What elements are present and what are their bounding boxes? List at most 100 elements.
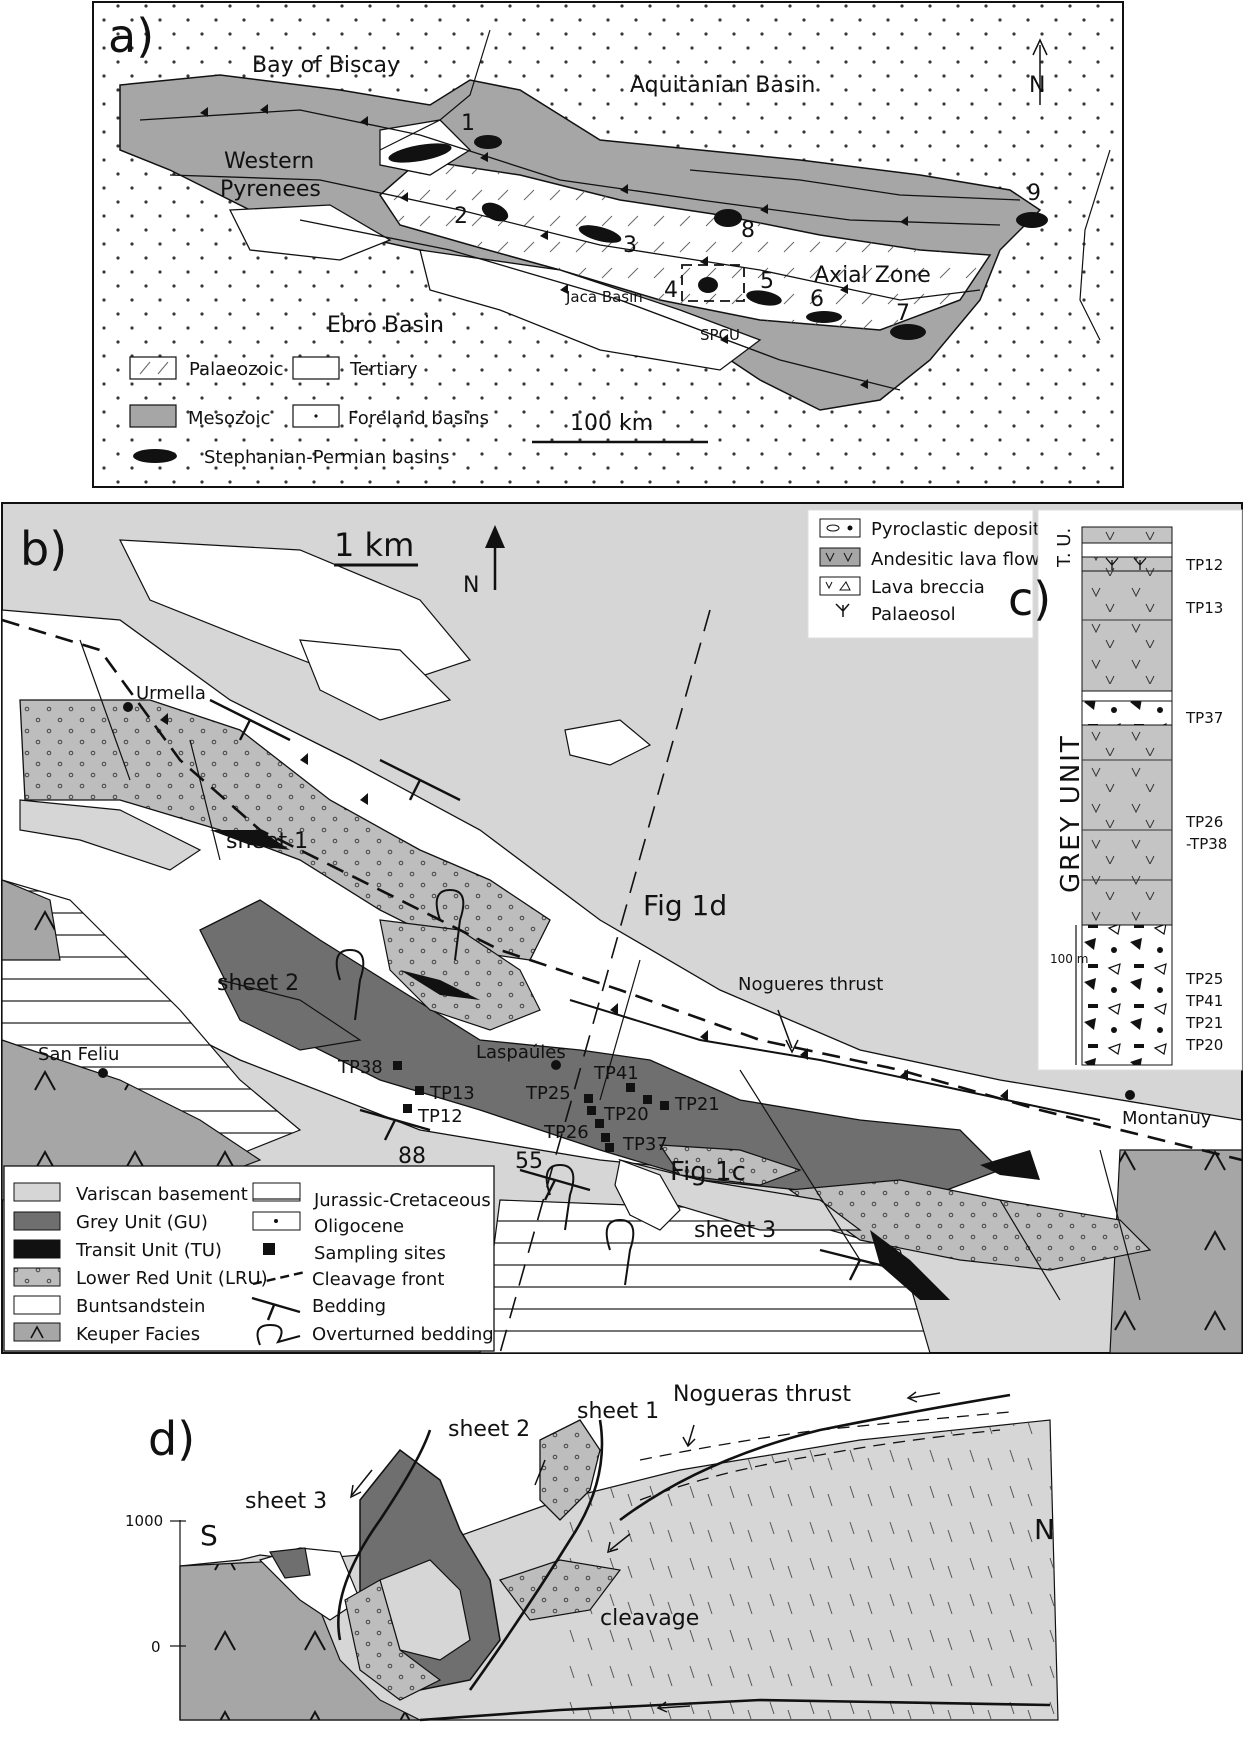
scale-c: 100 m <box>1050 952 1088 966</box>
svg-text:-TP38: -TP38 <box>1186 835 1227 853</box>
svg-text:Grey Unit (GU): Grey Unit (GU) <box>76 1212 208 1233</box>
panel-a: N a) Bay of Biscay Aquitanian Basin West… <box>92 1 1124 488</box>
svg-text:Jurassic-Cretaceous: Jurassic-Cretaceous <box>313 1190 491 1211</box>
svg-text:TP25: TP25 <box>525 1083 571 1104</box>
scale-a: 100 km <box>570 411 653 436</box>
label-nogueres-thrust: Nogueres thrust <box>738 974 883 995</box>
panel-b: N 1 km b) Urmella San Feliu Laspaúles Mo… <box>1 502 1243 1354</box>
svg-text:Andesitic lava flow: Andesitic lava flow <box>871 549 1040 570</box>
site-labels: TP38 TP13 TP12 TP25 TP41 TP20 TP21 TP26 … <box>337 1057 720 1155</box>
study-area-box <box>681 264 745 302</box>
svg-text:3: 3 <box>623 233 637 258</box>
label-spcu: SPCU <box>700 326 740 344</box>
svg-text:TP26: TP26 <box>543 1122 589 1143</box>
svg-text:1: 1 <box>461 111 475 136</box>
legend-c: Pyroclastic deposit Andesitic lava flow … <box>819 518 1040 625</box>
svg-text:Lava breccia: Lava breccia <box>871 577 985 598</box>
panel-a-label: a) <box>108 9 154 63</box>
label-d-sheet-1: sheet 1 <box>577 1399 659 1424</box>
label-cleavage-d: cleavage <box>600 1606 699 1631</box>
panel-c-label: c) <box>1008 572 1051 626</box>
panel-b-label: b) <box>20 522 67 576</box>
dip-55: 55 <box>515 1149 543 1174</box>
label-d-sheet-3: sheet 3 <box>245 1489 327 1514</box>
svg-text:Stephanian-Permian basins: Stephanian-Permian basins <box>204 447 449 468</box>
svg-text:TP41: TP41 <box>593 1063 639 1084</box>
svg-text:9: 9 <box>1027 181 1041 206</box>
svg-text:TP41: TP41 <box>1185 992 1223 1010</box>
svg-text:Tertiary: Tertiary <box>349 359 418 380</box>
svg-text:TP13: TP13 <box>429 1083 475 1104</box>
elev-1000: 1000 <box>125 1512 163 1530</box>
svg-text:Foreland basins: Foreland basins <box>348 408 489 429</box>
elev-0: 0 <box>151 1638 161 1656</box>
label-south: S <box>200 1519 218 1552</box>
label-north-d: N <box>1034 1513 1055 1546</box>
svg-text:TP37: TP37 <box>622 1134 668 1155</box>
north-a: N <box>1029 73 1045 98</box>
label-aquitanian-basin: Aquitanian Basin <box>630 73 815 98</box>
transit-unit-lenses <box>210 830 1040 1300</box>
svg-text:Palaeozoic: Palaeozoic <box>189 359 284 380</box>
label-tu: T. U. <box>1054 528 1075 568</box>
svg-text:2: 2 <box>454 204 468 229</box>
svg-text:Bedding: Bedding <box>312 1296 386 1317</box>
label-d-sheet-2: sheet 2 <box>448 1417 530 1442</box>
label-ebro-basin: Ebro Basin <box>327 313 444 338</box>
svg-text:Pyroclastic deposit: Pyroclastic deposit <box>871 519 1040 540</box>
svg-text:Cleavage front: Cleavage front <box>312 1269 444 1290</box>
basin-numbers: 1 2 3 4 5 6 7 8 9 <box>454 111 1041 326</box>
svg-text:Sampling sites: Sampling sites <box>314 1243 446 1264</box>
svg-text:TP25: TP25 <box>1185 970 1223 988</box>
svg-text:Variscan basement: Variscan basement <box>76 1184 248 1205</box>
cleavage-front <box>1 618 1243 1162</box>
svg-text:Palaeosol: Palaeosol <box>871 604 956 625</box>
label-sheet-1: sheet 1 <box>226 829 308 854</box>
svg-text:Lower Red Unit (LRU): Lower Red Unit (LRU) <box>76 1268 268 1289</box>
svg-text:Buntsandstein: Buntsandstein <box>76 1296 205 1317</box>
svg-text:Mesozoic: Mesozoic <box>188 408 270 429</box>
svg-text:Transit Unit (TU): Transit Unit (TU) <box>75 1240 222 1261</box>
strat-column <box>1081 526 1173 1066</box>
svg-text:TP21: TP21 <box>674 1094 720 1115</box>
svg-text:TP20: TP20 <box>1185 1036 1223 1054</box>
svg-text:TP12: TP12 <box>417 1106 463 1127</box>
column-site-labels: TP12 TP13 TP37 TP26 -TP38 TP25 TP41 TP21… <box>1185 556 1227 1054</box>
label-grey-unit: GREY UNIT <box>1056 734 1086 893</box>
grey-unit-sheet-2 <box>199 899 1002 1201</box>
label-sheet-2: sheet 2 <box>217 971 299 996</box>
panel-d: 1000 0 d) S N sheet 3 sheet 2 sheet 1 No… <box>125 1382 1059 1722</box>
svg-text:7: 7 <box>896 301 910 326</box>
section-line-fig1d <box>499 609 711 1354</box>
svg-text:TP13: TP13 <box>1185 599 1223 617</box>
north-b: N <box>463 573 479 598</box>
svg-text:Oligocene: Oligocene <box>314 1216 404 1237</box>
panel-c: Pyroclastic deposit Andesitic lava flow … <box>807 509 1243 1071</box>
scale-b: 1 km <box>334 526 414 564</box>
label-laspaules: Laspaúles <box>476 1042 566 1063</box>
panel-d-label: d) <box>148 1412 195 1466</box>
label-urmella: Urmella <box>136 683 206 704</box>
label-axial-zone: Axial Zone <box>814 263 931 288</box>
label-jaca-basin: Jaca Basin <box>565 288 643 306</box>
label-san-feliu: San Feliu <box>38 1044 119 1065</box>
label-fig1c: Fig 1c <box>670 1157 746 1187</box>
svg-text:TP38: TP38 <box>337 1057 383 1078</box>
sampling-sites <box>393 1061 669 1152</box>
svg-text:Keuper Facies: Keuper Facies <box>76 1324 200 1345</box>
svg-text:Overturned bedding: Overturned bedding <box>312 1324 494 1345</box>
sheet-1-fold <box>539 1419 601 1521</box>
svg-text:TP20: TP20 <box>603 1104 649 1125</box>
svg-text:TP37: TP37 <box>1185 709 1223 727</box>
label-western-pyrenees-1: Western <box>224 149 314 174</box>
label-fig1d: Fig 1d <box>643 889 727 922</box>
stephanian-basins <box>388 135 1048 340</box>
label-montanuy: Montanuy <box>1122 1108 1212 1129</box>
label-western-pyrenees-2: Pyrenees <box>220 177 321 202</box>
label-bay-of-biscay: Bay of Biscay <box>252 53 400 78</box>
svg-text:5: 5 <box>760 269 774 294</box>
legend-b: Variscan basement Grey Unit (GU) Transit… <box>3 1165 495 1352</box>
svg-text:4: 4 <box>664 278 678 303</box>
legend-a: Palaeozoic Tertiary Mesozoic Foreland ba… <box>129 356 489 468</box>
